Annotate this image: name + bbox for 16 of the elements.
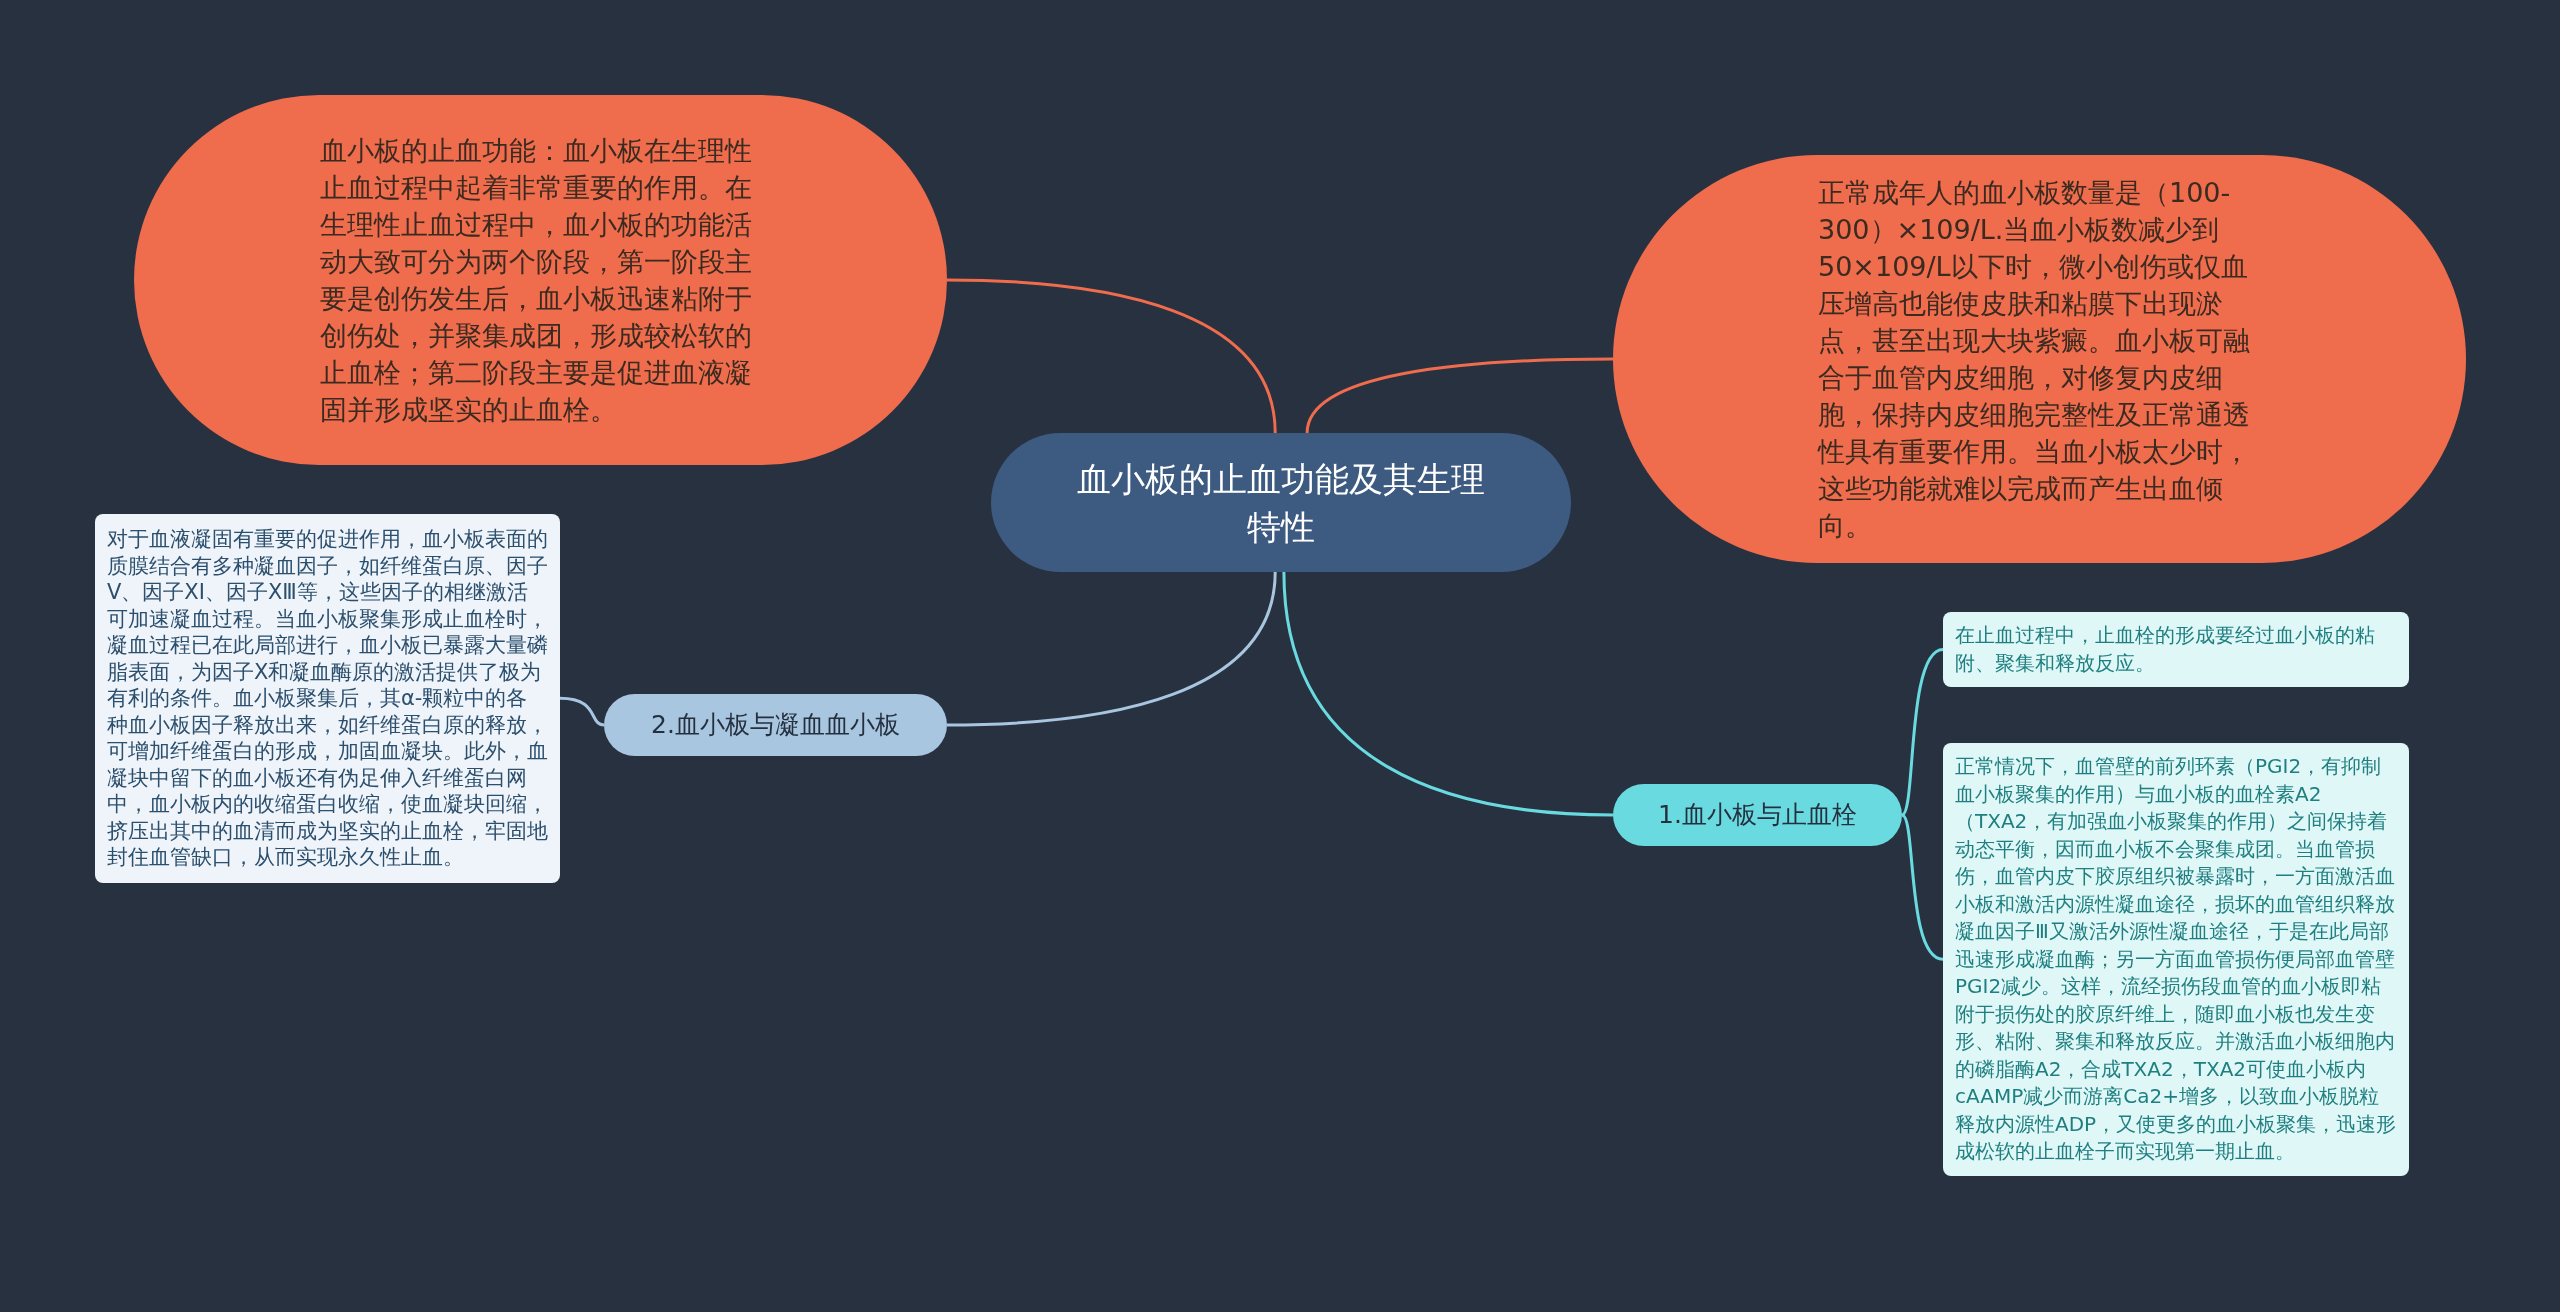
node-text: 对于血液凝固有重要的促进作用，血小板表面的质膜结合有多种凝血因子，如纤维蛋白原、因子Ⅴ、因子XI、因子ⅩⅢ等，这些因子的相继激活可加速凝血过程。当血小板聚集形成止血栓时，凝血过程已在此局部进行，血小板已暴露大量磷脂表面，为因子Ⅹ和凝血酶原的激活提供了极为有利的条件。血小板聚集后，其α-颗粒中的各种血小板因子释放出来，如纤维蛋白原的释放，可增加纤维蛋白的形成，加固血凝块。此外，血凝块中留下的血小板还有伪足伸入纤维蛋白网中，血小板内的收缩蛋白收缩，使血凝块回缩，挤压出其中的血清而成为坚实的止血栓，牢固地封住血管缺口，从而实现永久性止血。 (107, 526, 548, 871)
node-text: 1.血小板与止血栓 (1657, 799, 1858, 831)
node-text: 正常成年人的血小板数量是（100-300）×109/L.当血小板数减少到50×109/L以下时，微小创伤或仅血压增高也能使皮肤和粘膜下出现淤点，甚至出现大块紫癜。血小板可融合于血管内皮细胞，对修复内皮细胞，保持内皮细胞完整性及正常通透性具有重要作用。当血小板太少时，这些功能就难以完成而产生出血倾向。 (1818, 176, 2251, 543)
connector-line (1900, 648, 1944, 817)
connector-line (946, 278, 1277, 434)
connector-line (1901, 813, 1944, 961)
connector-line (1282, 571, 1614, 817)
connector-line (946, 571, 1277, 727)
connector-line (559, 696, 605, 727)
node-text: 2.血小板与凝血血小板 (650, 709, 901, 741)
node-text: 血小板的止血功能及其生理特性 (1076, 457, 1486, 549)
node-text: 在止血过程中，止血栓的形成要经过血小板的粘附、聚集和释放反应。 (1955, 622, 2376, 677)
node-text: 血小板的止血功能：血小板在生理性止血过程中起着非常重要的作用。在生理性止血过程中，血小板的功能活动大致可分为两个阶段，第一阶段主要是创伤发生后，血小板迅速粘附于创伤处，并聚集成团，形成较松软的止血栓；第二阶段主要是促进血液凝固并形成坚实的止血栓。 (320, 134, 753, 427)
note-card (1943, 612, 2409, 687)
node-text: 正常情况下，血管壁的前列环素（PGI2，有抑制血小板聚集的作用）与血小板的血栓素A2（TXA2，有加强血小板聚集的作用）之间保持着动态平衡，因而血小板不会聚集成团。当血管损伤，血管内皮下胶原组织被暴露时，一方面激活血小板和激活内源性凝血途径，损坏的血管组织释放凝血因子Ⅲ又激活外源性凝血途径，于是在此局部迅速形成凝血酶；另一方面血管损伤便局部血管壁PGI2减少。这样，流经损伤段血管的血小板即粘附于损伤处的胶原纤维上，随即血小板也发生变形、粘附、聚集和释放反应。并激活血小板细胞内的磷脂酶A2，合成TXA2，TXA2可使血小板内cAAMP减少而游离Ca2+增多，以致血小板脱粒释放内源性ADP，又使更多的血小板聚集，迅速形成松软的止血栓子而实现第一期止血。 (1955, 753, 2397, 1165)
connector-line (1305, 357, 1613, 434)
